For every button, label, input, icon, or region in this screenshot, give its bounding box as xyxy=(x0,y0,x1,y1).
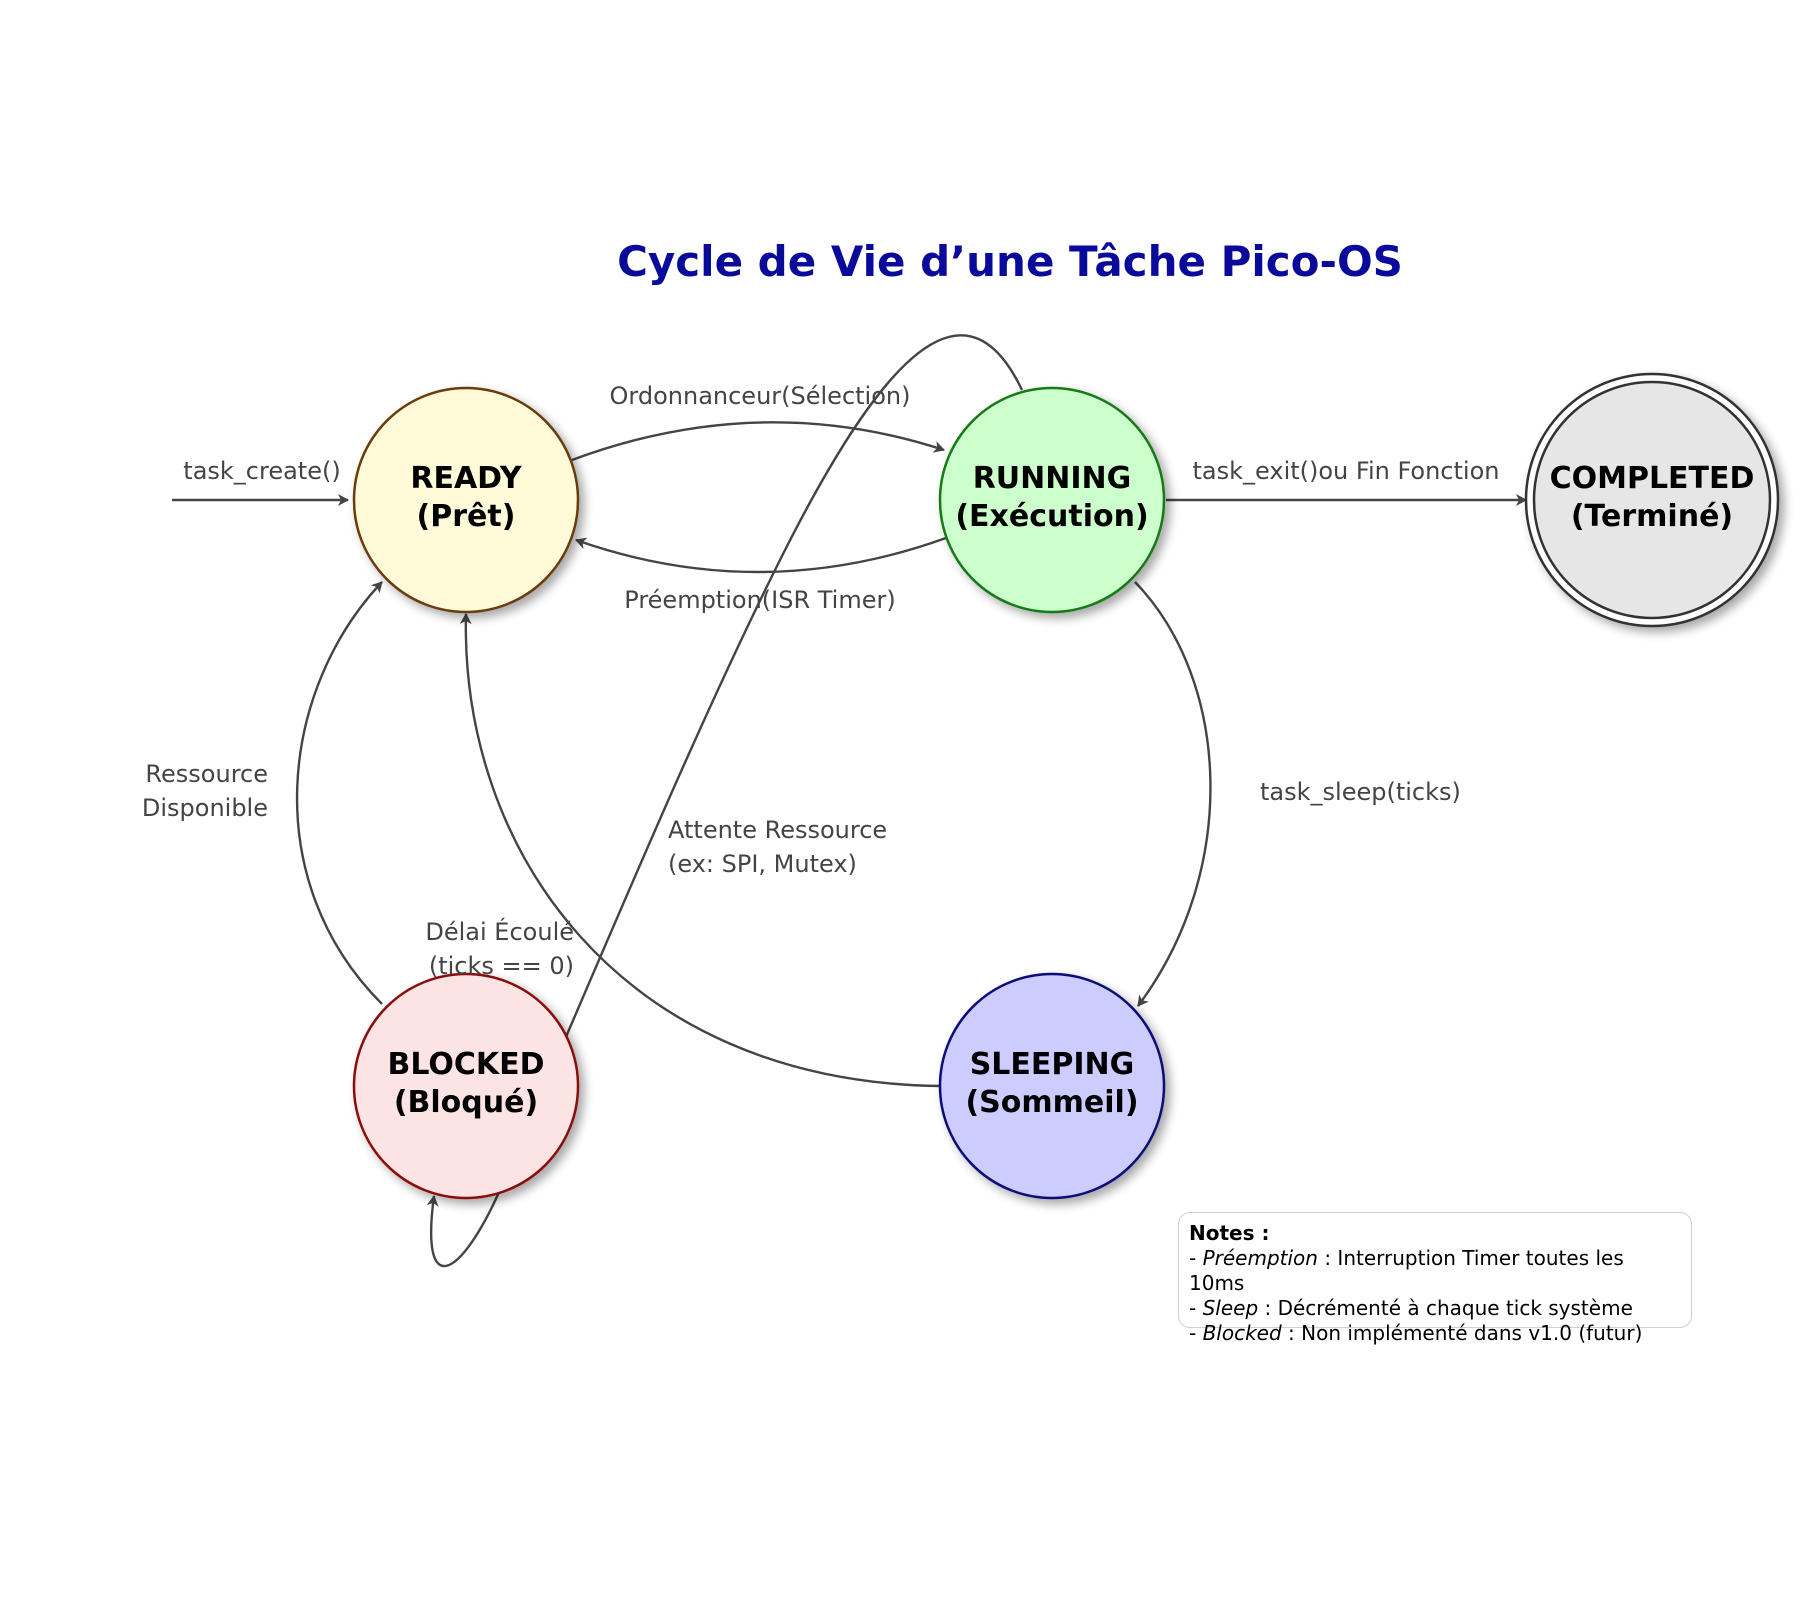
note-term: Blocked xyxy=(1202,1321,1282,1345)
note-term: Sleep xyxy=(1202,1296,1259,1320)
state-running-sub: (Exécution) xyxy=(955,499,1148,534)
state-sleeping-name: SLEEPING xyxy=(970,1047,1135,1082)
note-item: - Blocked : Non implémenté dans v1.0 (fu… xyxy=(1189,1321,1643,1345)
note-text: : Interruption Timer toutes les 10ms xyxy=(1189,1246,1624,1295)
note-item: - Sleep : Décrémenté à chaque tick systè… xyxy=(1189,1296,1633,1320)
note-item: - Préemption : Interruption Timer toutes… xyxy=(1189,1246,1624,1295)
note-text: : Décrémenté à chaque tick système xyxy=(1258,1296,1633,1320)
label-create: task_create() xyxy=(183,457,340,485)
state-blocked-sub: (Bloqué) xyxy=(394,1085,538,1120)
label-delay-elapsed-2: (ticks == 0) xyxy=(429,952,574,980)
state-completed-name: COMPLETED xyxy=(1550,461,1755,496)
state-running-name: RUNNING xyxy=(973,461,1132,496)
state-blocked-name: BLOCKED xyxy=(387,1047,544,1082)
note-term: Préemption xyxy=(1202,1246,1318,1270)
state-sleeping-sub: (Sommeil) xyxy=(965,1085,1138,1120)
diagram-title: Cycle de Vie d’une Tâche Pico-OS xyxy=(617,237,1403,286)
edge-delay-elapsed xyxy=(459,613,941,1088)
state-ready[interactable] xyxy=(352,386,580,614)
edge-sleep xyxy=(1134,581,1212,1007)
label-schedule: Ordonnanceur(Sélection) xyxy=(610,382,911,410)
state-completed[interactable] xyxy=(1524,372,1780,628)
label-exit: task_exit()ou Fin Fonction xyxy=(1193,457,1500,485)
label-delay-elapsed-1: Délai Écoulé xyxy=(425,917,574,946)
label-resource-available-1: Ressource xyxy=(145,760,268,788)
edge-wait-resource xyxy=(426,334,1024,1268)
notes-heading: Notes : xyxy=(1189,1221,1270,1245)
state-ready-name: READY xyxy=(410,461,523,496)
edge-resource-available xyxy=(295,581,383,1005)
state-running[interactable] xyxy=(938,386,1166,614)
transitions xyxy=(172,334,1527,1268)
label-wait-resource-2: (ex: SPI, Mutex) xyxy=(668,850,857,878)
edge-preempt xyxy=(575,536,947,574)
state-sleeping[interactable] xyxy=(938,972,1166,1200)
label-preempt: Préemption(ISR Timer) xyxy=(624,586,895,614)
label-wait-resource-1: Attente Ressource xyxy=(668,816,887,844)
state-completed-sub: (Terminé) xyxy=(1571,499,1733,534)
note-text: : Non implémenté dans v1.0 (futur) xyxy=(1281,1321,1643,1345)
label-resource-available-2: Disponible xyxy=(142,794,268,822)
notes-box: Notes : - Préemption : Interruption Time… xyxy=(1178,1212,1692,1345)
label-sleep: task_sleep(ticks) xyxy=(1260,778,1461,806)
edge-schedule xyxy=(571,421,945,462)
state-ready-sub: (Prêt) xyxy=(417,499,516,534)
state-blocked[interactable] xyxy=(352,972,580,1200)
